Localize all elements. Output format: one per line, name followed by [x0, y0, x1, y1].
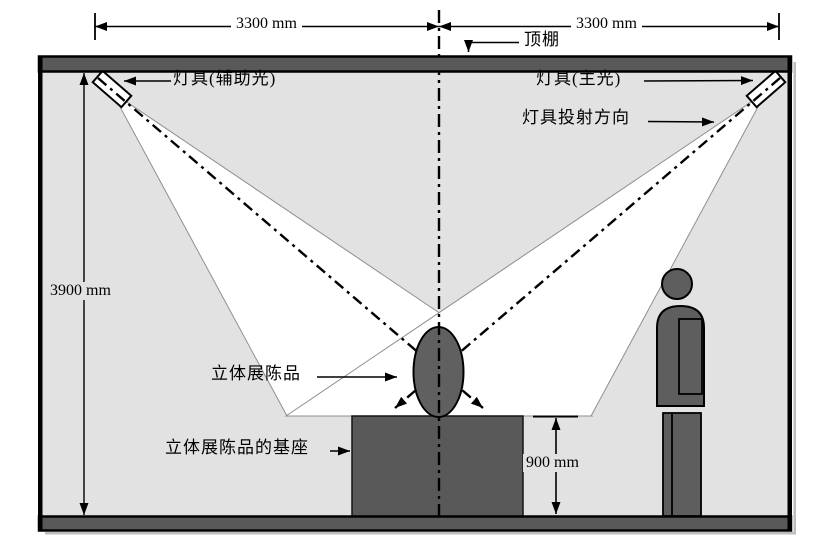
frame-shadow-bottom [45, 532, 796, 535]
label-ceiling: 顶棚 [519, 30, 565, 50]
label-aux-fixture: 灯具(辅助光) [173, 69, 277, 88]
label-beam-direction: 灯具投射方向 [522, 108, 630, 127]
frame-shadow-right [793, 62, 796, 532]
dim-label-span-left: 3300 mm [231, 15, 302, 33]
floor-slab [37, 515, 793, 532]
dim-label-pedestal-height: 900 mm [523, 454, 582, 472]
exhibit-pedestal [351, 415, 524, 518]
label-main-fixture: 灯具(主光) [536, 69, 622, 88]
person-figure [656, 268, 705, 517]
person-arm [678, 318, 703, 395]
person-legs [662, 412, 702, 517]
dim-label-span-right: 3300 mm [571, 15, 642, 33]
ceiling-slab [37, 55, 793, 73]
left-wall [38, 56, 43, 531]
person-head [661, 268, 693, 300]
label-exhibit: 立体展陈品 [211, 364, 301, 383]
leader-beam-direction-arrow [647, 117, 715, 127]
leader-main-fixture-arrow [643, 76, 754, 86]
label-exhibit-base: 立体展陈品的基座 [165, 438, 309, 457]
dim-label-room-height: 3900 mm [47, 282, 114, 300]
leader-ceiling-arrow [464, 40, 519, 52]
right-wall [787, 56, 792, 531]
